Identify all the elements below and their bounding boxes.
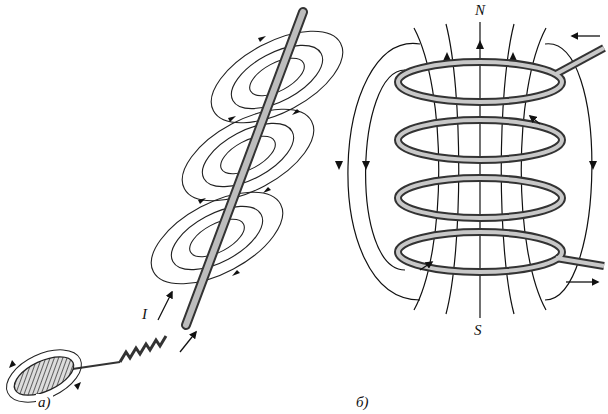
figure-label: I bbox=[140, 306, 149, 323]
figure-label: а) bbox=[36, 394, 53, 411]
figure-label: б) bbox=[354, 394, 371, 411]
coil-current-arrows bbox=[420, 36, 600, 282]
figure-label: S bbox=[472, 322, 484, 339]
current-arrow bbox=[158, 292, 172, 320]
straight-conductor bbox=[186, 12, 303, 325]
figure-label: N bbox=[473, 2, 487, 19]
solenoid-field-lines bbox=[348, 22, 592, 318]
gimlet-symbol bbox=[0, 332, 196, 413]
solenoid-coil bbox=[398, 48, 604, 272]
field-arrows bbox=[335, 40, 597, 170]
